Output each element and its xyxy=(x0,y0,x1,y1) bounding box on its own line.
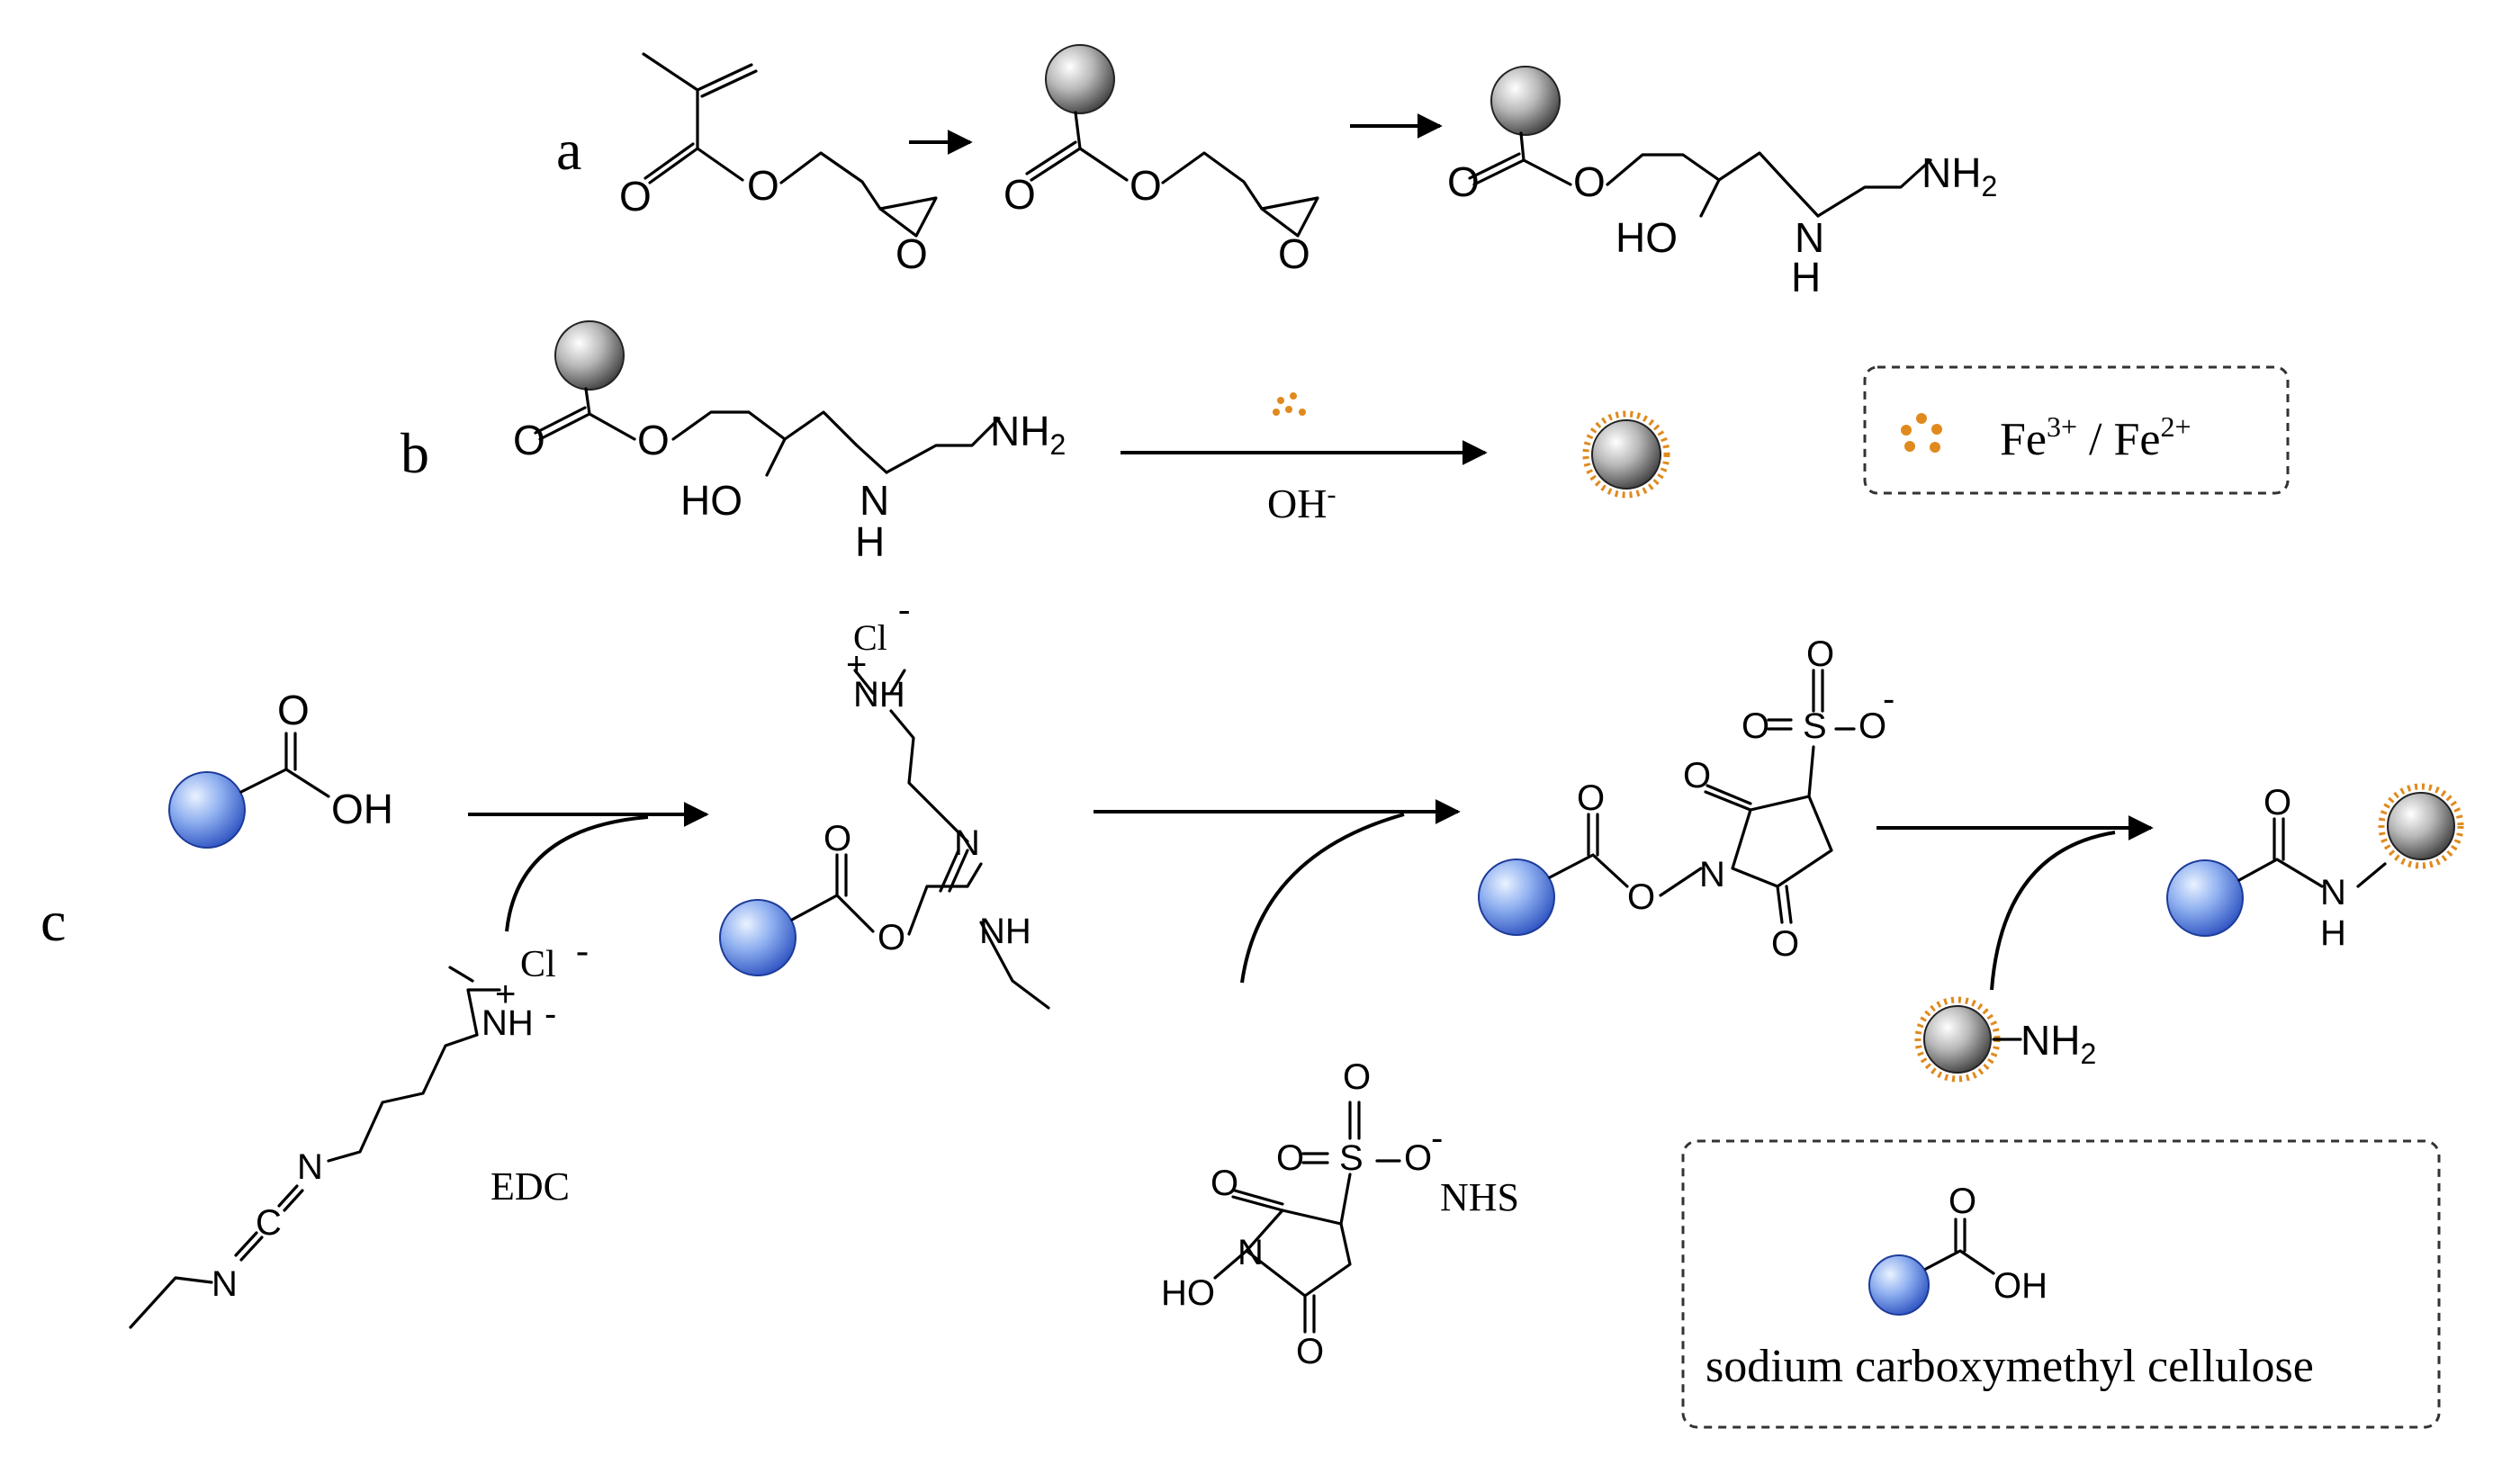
svg-text:O: O xyxy=(1130,162,1162,209)
edc-molecule: N C N NH + Cl - - EDC xyxy=(129,930,589,1329)
svg-text:NH2: NH2 xyxy=(1922,149,1997,202)
svg-text:O: O xyxy=(637,417,670,463)
svg-text:O: O xyxy=(1577,778,1605,818)
cmc-legend-label: sodium carboxymethyl cellulose xyxy=(1706,1341,2314,1392)
svg-text:O: O xyxy=(1276,1138,1304,1178)
panel-label-c: c xyxy=(40,889,66,953)
aminated-bead-b: O O HO N H NH2 xyxy=(513,320,1066,565)
svg-text:O: O xyxy=(1278,230,1310,277)
gma-monomer: O O O xyxy=(619,52,938,277)
svg-text:O: O xyxy=(1210,1164,1238,1203)
svg-text:O: O xyxy=(1742,706,1769,746)
svg-text:O: O xyxy=(1627,877,1655,917)
svg-text:O: O xyxy=(513,417,545,463)
svg-text:O: O xyxy=(1806,634,1834,674)
svg-text:Fe3+ / Fe2+: Fe3+ / Fe2+ xyxy=(2000,410,2192,465)
svg-text:N: N xyxy=(2320,873,2346,912)
svg-text:O: O xyxy=(277,687,310,733)
svg-text:NH2: NH2 xyxy=(990,408,1066,461)
svg-text:O: O xyxy=(1343,1057,1371,1097)
svg-text:NH: NH xyxy=(482,1003,534,1043)
svg-text:C: C xyxy=(256,1203,282,1243)
svg-text:Cl: Cl xyxy=(853,617,887,658)
svg-text:OH-: OH- xyxy=(1267,480,1336,526)
svg-text:O: O xyxy=(878,918,905,957)
amine-magnetic-bead-reagent: NH2 xyxy=(1914,996,2096,1083)
svg-text:H: H xyxy=(855,518,885,565)
fe-legend: Fe3+ / Fe2+ xyxy=(1863,365,2290,495)
svg-text:Cl: Cl xyxy=(520,944,556,985)
svg-text:-: - xyxy=(1431,1119,1443,1158)
svg-text:O: O xyxy=(1573,158,1606,205)
svg-text:+: + xyxy=(846,645,867,685)
fe-dots-icon xyxy=(1901,413,1942,453)
edc-label: EDC xyxy=(490,1164,570,1209)
svg-text:-: - xyxy=(1883,679,1894,719)
svg-text:O: O xyxy=(1858,706,1886,746)
svg-text:OH: OH xyxy=(331,786,393,832)
svg-text:NH2: NH2 xyxy=(2020,1017,2096,1070)
cmc-reactant: O OH xyxy=(168,687,393,849)
amide-product: O N H xyxy=(2166,783,2464,953)
svg-text:O: O xyxy=(2264,783,2291,822)
svg-text:O: O xyxy=(824,819,851,858)
poly-gma-bead: O O O xyxy=(1004,44,1319,277)
svg-text:O: O xyxy=(1447,158,1480,205)
svg-text:N: N xyxy=(954,823,980,863)
svg-text:O: O xyxy=(1296,1332,1324,1371)
svg-text:N: N xyxy=(1238,1233,1264,1272)
panel-label-b: b xyxy=(400,421,429,485)
svg-text:O: O xyxy=(1004,171,1036,218)
nhs-ester-intermediate: O O N O O S O O O - xyxy=(1478,634,1894,964)
svg-text:-: - xyxy=(544,994,556,1034)
aminated-bead: O O HO N H NH2 xyxy=(1447,66,1997,301)
svg-text:NH: NH xyxy=(853,675,905,715)
svg-text:S: S xyxy=(1339,1138,1364,1178)
panel-label-a: a xyxy=(556,118,581,182)
svg-text:+: + xyxy=(495,975,516,1014)
svg-text:S: S xyxy=(1803,706,1827,746)
svg-text:N: N xyxy=(297,1147,323,1187)
svg-text:HO: HO xyxy=(1616,214,1678,261)
svg-text:OH: OH xyxy=(1994,1266,2048,1306)
svg-text:N: N xyxy=(212,1264,238,1304)
svg-text:HO: HO xyxy=(680,477,742,524)
fe-dots-reagent xyxy=(1273,392,1306,416)
cmc-legend: O OH sodium carboxymethyl cellulose xyxy=(1681,1139,2441,1429)
svg-text:O: O xyxy=(1948,1182,1976,1221)
o-acylisourea-intermediate: O O N NH NH + Cl - xyxy=(719,589,1050,1010)
svg-text:N: N xyxy=(860,477,889,524)
magnetic-bead-product xyxy=(1582,410,1670,499)
svg-text:O: O xyxy=(896,230,928,277)
svg-text:H: H xyxy=(1791,254,1821,301)
svg-text:N: N xyxy=(1795,214,1824,261)
svg-text:-: - xyxy=(576,930,589,972)
svg-text:HO: HO xyxy=(1161,1273,1215,1313)
svg-text:O: O xyxy=(1404,1138,1432,1178)
sulfo-nhs-molecule: S O O O - O N HO O NHS xyxy=(1161,1057,1519,1371)
svg-text:O: O xyxy=(619,173,652,220)
svg-text:-: - xyxy=(898,589,910,629)
svg-text:N: N xyxy=(1699,855,1725,894)
nhs-label: NHS xyxy=(1440,1175,1519,1219)
svg-text:O: O xyxy=(1771,924,1799,964)
svg-text:O: O xyxy=(747,162,779,209)
svg-text:H: H xyxy=(2320,913,2346,953)
svg-text:O: O xyxy=(1683,756,1711,795)
svg-text:NH: NH xyxy=(979,912,1031,951)
